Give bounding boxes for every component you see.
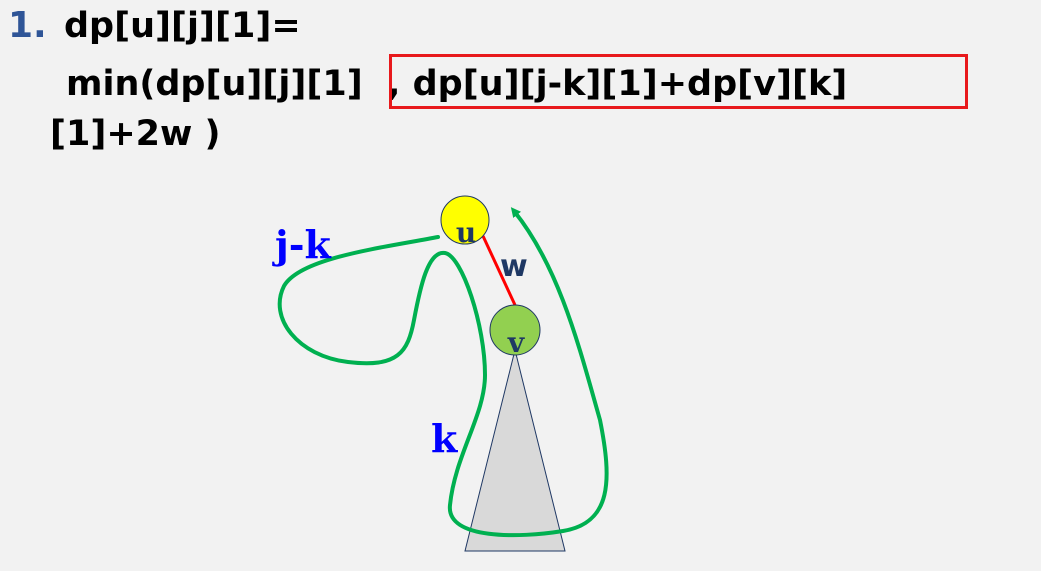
subtree-triangle <box>464 349 566 552</box>
edge-weight-label: w <box>500 249 528 284</box>
traversal-path <box>277 207 609 538</box>
highlight-box <box>389 54 968 109</box>
node-v-label: v <box>507 326 525 359</box>
formula-line-3: [1]+2w ) <box>50 114 221 154</box>
node-v <box>489 304 541 356</box>
formula-line-2: min(dp[u][j][1] , dp[u][j-k][1]+dp[v][k] <box>66 64 848 104</box>
node-u-label: u <box>456 216 476 249</box>
item-number: 1. <box>8 5 47 46</box>
label-k: k <box>431 416 458 461</box>
node-u <box>440 195 490 245</box>
formula-line-1: dp[u][j][1]= <box>64 6 301 46</box>
edge-u-v <box>481 235 517 306</box>
label-j-minus-k: j-k <box>272 222 332 267</box>
